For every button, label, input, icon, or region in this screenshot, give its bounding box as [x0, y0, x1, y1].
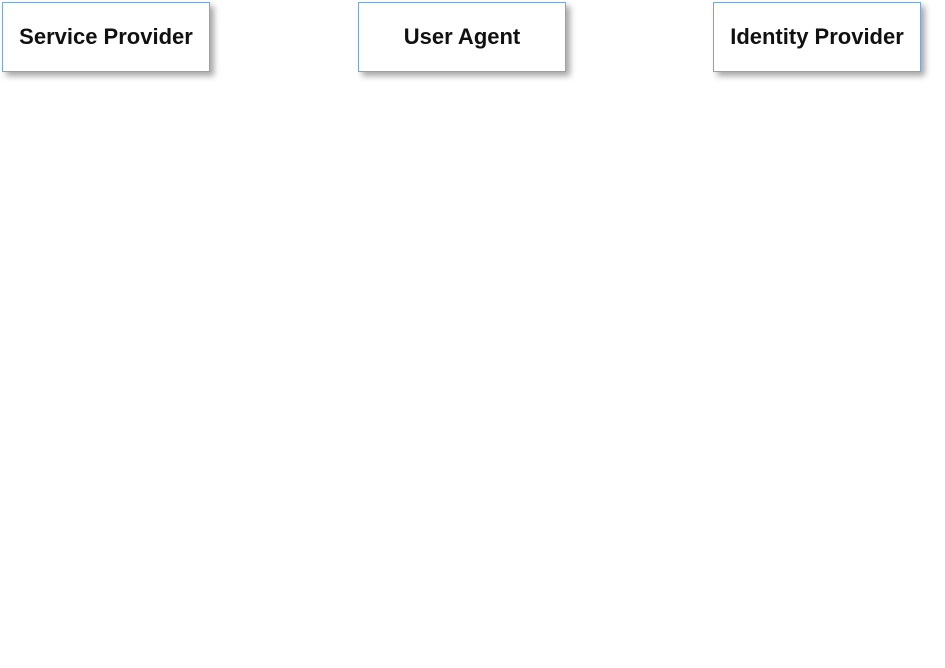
step-number: 7: [83, 539, 94, 561]
lifeline-end-arrow-ua: [455, 630, 467, 642]
arrowhead: [450, 595, 461, 607]
arrowhead: [806, 283, 817, 295]
lifeline-end-arrow-idp: [811, 630, 823, 642]
message-label: Request SSO Service: [551, 263, 726, 283]
actor-label: User Agent: [403, 24, 521, 49]
message-label: Redirect to SSO Service: [186, 211, 381, 231]
message-label: Respond with XHTML form: [531, 367, 746, 387]
actor-user-agent: User Agent: [358, 2, 566, 72]
step-number: 5: [83, 435, 94, 457]
message-label: Request target resource: [187, 107, 380, 127]
step-number: 4: [83, 383, 95, 405]
actor-label: Identity Provider: [730, 24, 904, 49]
message-label: Redirect to target resource: [177, 471, 390, 491]
step-number: 3: [83, 279, 94, 301]
lifeline-end-arrow-sp: [100, 630, 112, 642]
step-number: 8: [83, 591, 94, 613]
arrowhead: [106, 439, 117, 451]
arrowhead: [106, 543, 117, 555]
arrowhead-left: [461, 335, 472, 347]
message-label: (Identify the user): [569, 315, 709, 335]
actor-identity-provider: Identity Provider: [713, 2, 921, 72]
arrowhead-right: [450, 179, 461, 191]
arrowhead-right: [806, 335, 817, 347]
arrowhead: [461, 387, 472, 399]
actor-label: Service Provider: [19, 24, 193, 49]
arrowhead: [450, 491, 461, 503]
step-number: 1: [83, 123, 94, 145]
arrowhead-left: [106, 179, 117, 191]
actor-service-provider: Service Provider: [2, 2, 210, 72]
message-label: Respond with requested resource: [149, 575, 418, 595]
arrowhead: [450, 231, 461, 243]
step-number: 2: [83, 227, 94, 249]
message-label: Request Assertion Consumer Service: [134, 419, 433, 439]
step-number: 6: [83, 487, 94, 509]
arrowhead: [106, 127, 117, 139]
message-label: Request target resource: [187, 523, 380, 543]
message-label: (Discover the IdP): [211, 159, 355, 179]
